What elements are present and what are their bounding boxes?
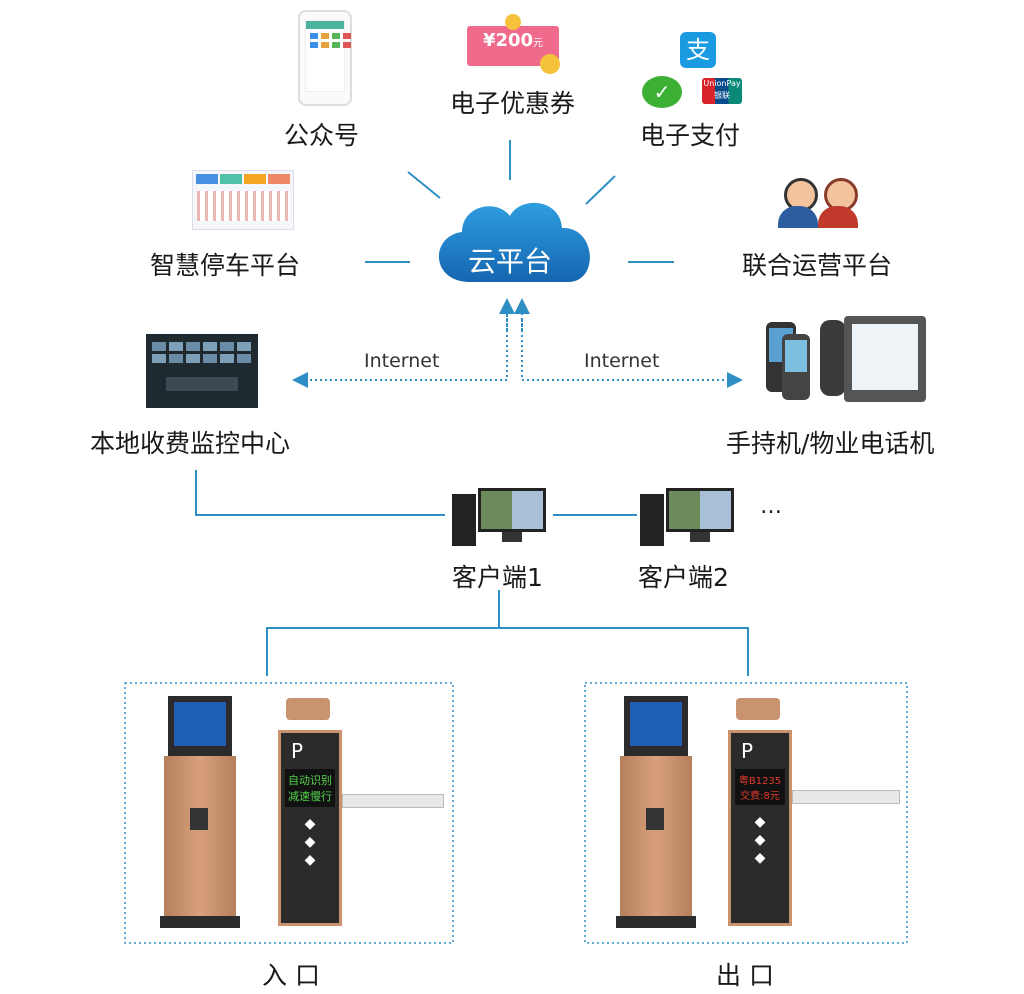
joint-ops-label: 联合运营平台	[742, 251, 893, 280]
exit-barrier-post: P 粤B1235 交费:8元 ◆◆◆	[728, 730, 792, 926]
computer-icon	[640, 488, 736, 548]
monitor-room-image	[146, 334, 258, 408]
dashboard-icon	[192, 170, 294, 230]
handheld-icon	[782, 334, 810, 400]
customer-service-icon	[778, 172, 862, 228]
exit-barrier-arm	[792, 790, 900, 804]
entry-barrier-arm	[342, 794, 444, 808]
client2-label: 客户端2	[638, 563, 729, 592]
cloud-icon	[438, 202, 590, 282]
exit-label: 出 口	[716, 961, 774, 990]
computer-icon	[452, 488, 548, 548]
client1-label: 客户端1	[452, 563, 543, 592]
alipay-icon: 支	[680, 32, 716, 68]
entry-led-line1: 自动识别	[288, 774, 332, 787]
entry-camera-icon	[286, 698, 330, 720]
wechat-label: 公众号	[284, 121, 360, 150]
internet-label-right: Internet	[584, 350, 660, 372]
entry-kiosk	[160, 696, 240, 928]
cloud-label: 云平台	[467, 245, 552, 278]
coupon-amount: ¥200	[482, 30, 534, 51]
unionpay-cn: 银联	[714, 91, 730, 100]
desk-phone-icon	[820, 316, 926, 402]
coin-icon	[540, 54, 560, 74]
entry-label: 入 口	[262, 961, 320, 990]
exit-camera-icon	[736, 698, 780, 720]
smart-parking-label: 智慧停车平台	[150, 251, 301, 280]
wechat-pay-icon: ✓	[642, 76, 682, 108]
unionpay-icon: UnionPay 银联	[702, 78, 742, 104]
internet-label-left: Internet	[364, 350, 440, 372]
entry-barrier-post: P 自动识别 减速慢行 ◆◆◆	[278, 730, 342, 926]
coupon-label: 电子优惠券	[450, 89, 576, 118]
exit-led-line1: 粤B1235	[738, 776, 782, 787]
handheld-label: 手持机/物业电话机	[726, 429, 935, 458]
exit-led-line2: 交费:8元	[740, 791, 780, 802]
handheld-icon	[766, 322, 796, 392]
more-clients-ellipsis: …	[760, 494, 782, 519]
coin-icon	[505, 14, 521, 30]
local-center-label: 本地收费监控中心	[90, 429, 291, 458]
unionpay-text: UnionPay	[703, 79, 741, 88]
phone-icon	[298, 10, 352, 106]
entry-led-line2: 减速慢行	[288, 790, 332, 803]
exit-kiosk	[616, 696, 696, 928]
payment-label: 电子支付	[640, 121, 741, 150]
coupon-unit: 元	[533, 38, 544, 49]
